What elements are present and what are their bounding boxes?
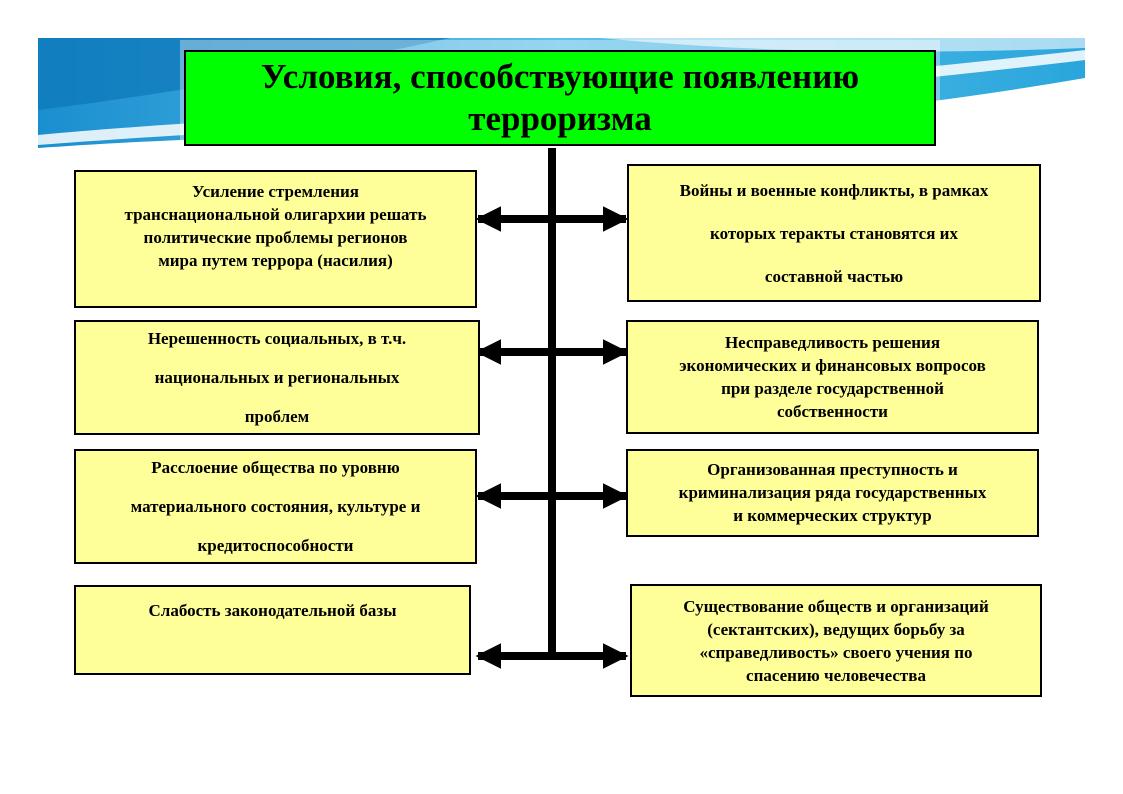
box-line: спасению человечества	[746, 665, 926, 685]
box-line: Нерешенность социальных, в т.ч.	[147, 329, 407, 348]
right-box-2: Несправедливость решения экономических и…	[626, 320, 1039, 434]
box-line: Войны и военные конфликты, в рамках	[679, 180, 989, 200]
right-box-4: Существование обществ и организаций (сек…	[630, 584, 1042, 697]
box-line: которых теракты становятся их	[710, 223, 958, 243]
box-line: национальных и региональных	[154, 368, 400, 387]
box-line: проблем	[244, 407, 310, 426]
box-line: мира путем террора (насилия)	[158, 251, 393, 270]
box-line: транснациональной олигархии решать	[124, 205, 427, 224]
box-line: Слабость законодательной базы	[148, 601, 397, 620]
box-line: криминализация ряда государственных	[678, 483, 987, 502]
box-line: Организованная преступность и	[707, 460, 958, 479]
right-box-1: Войны и военные конфликты, в рамках кото…	[627, 164, 1041, 302]
box-line: и коммерческих структур	[733, 506, 932, 525]
title-line-1: Условия, способствующие появлению	[260, 57, 860, 96]
box-line: экономических и финансовых вопросов	[679, 356, 986, 375]
box-line: материального состояния, культуре и	[130, 497, 421, 516]
box-line: «справедливость» своего учения по	[699, 642, 973, 662]
box-line: Существование обществ и организаций	[683, 596, 989, 616]
box-line: Усиление стремления	[191, 182, 359, 201]
left-box-3: Расслоение общества по уровню материальн…	[74, 449, 477, 564]
title-line-2: терроризма	[468, 99, 652, 138]
left-box-4: Слабость законодательной базы	[74, 585, 471, 675]
box-line: Несправедливость решения	[724, 333, 941, 352]
left-box-2: Нерешенность социальных, в т.ч. национал…	[74, 320, 480, 435]
box-line: при разделе государственной	[721, 379, 944, 398]
box-line: (сектантских), ведущих борьбу за	[707, 619, 965, 639]
box-line: политические проблемы регионов	[143, 228, 408, 247]
box-line: Расслоение общества по уровню	[151, 458, 400, 477]
left-box-1: Усиление стремления транснациональной ол…	[74, 170, 477, 308]
right-box-3: Организованная преступность и криминализ…	[626, 449, 1039, 537]
diagram-title: Условия, способствующие появлению террор…	[184, 50, 936, 146]
box-line: кредитоспособности	[197, 536, 354, 555]
box-line: составной частью	[764, 266, 904, 286]
box-line: собственности	[777, 402, 888, 421]
